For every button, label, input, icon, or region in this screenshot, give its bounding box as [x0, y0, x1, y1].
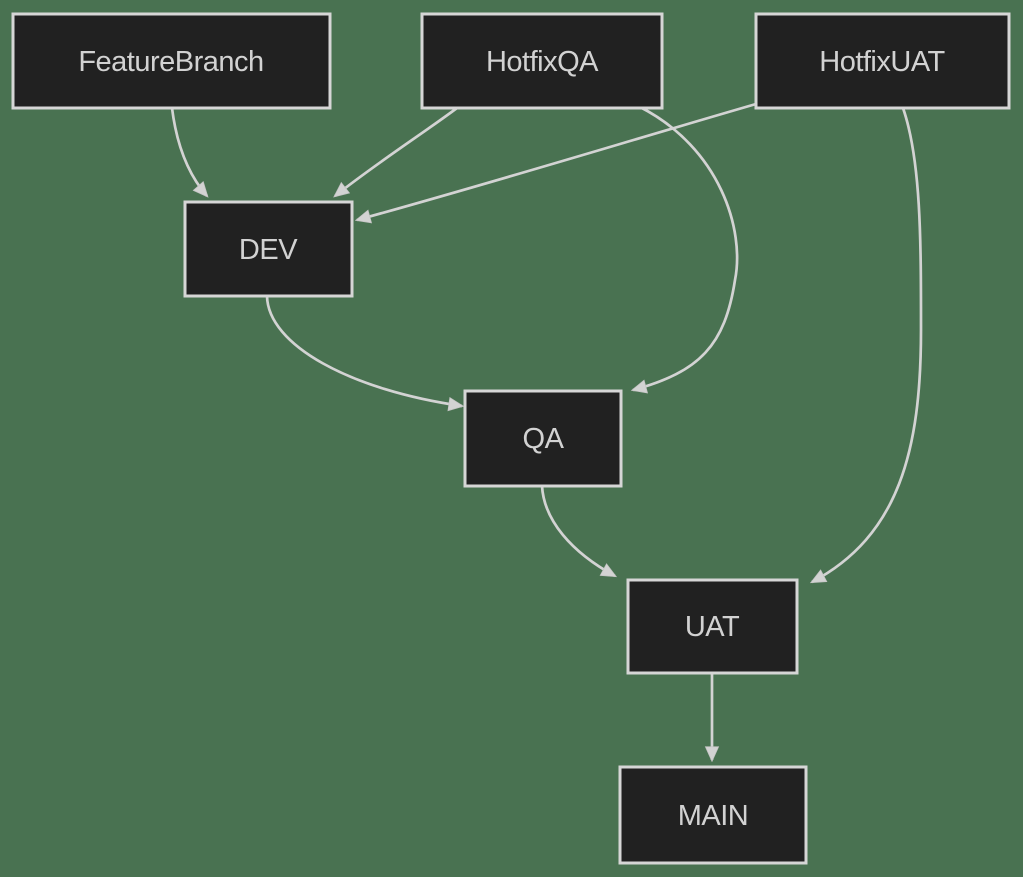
edge-hotfixqa-qa — [633, 105, 739, 390]
node-uat: UAT — [626, 578, 799, 675]
node-dev-box — [183, 200, 354, 298]
node-hotfixuat-box — [754, 12, 1011, 110]
node-uat-label: UAT — [685, 611, 740, 643]
node-featurebranch-label: FeatureBranch — [78, 46, 263, 78]
node-qa-box — [463, 389, 623, 488]
node-main-label: MAIN — [678, 800, 749, 832]
node-qa-label: QA — [523, 423, 565, 455]
edge-hotfixuat-dev — [357, 102, 757, 220]
node-hotfixqa-box — [420, 12, 664, 110]
edge-hotfixqa-dev — [335, 106, 458, 196]
node-main: MAIN — [618, 765, 808, 865]
edge-qa-uat — [540, 485, 615, 578]
node-hotfixuat-label: HotfixUAT — [819, 46, 945, 78]
node-hotfixqa: HotfixQA — [420, 12, 664, 110]
edges-layer — [170, 102, 923, 760]
node-featurebranch-box — [11, 12, 332, 110]
node-qa: QA — [463, 389, 623, 488]
node-uat-box — [626, 578, 799, 675]
edge-featurebranch-dev — [170, 107, 207, 196]
edge-hotfixuat-uat — [812, 107, 923, 584]
node-dev-label: DEV — [239, 234, 298, 266]
edge-dev-qa — [265, 295, 462, 406]
node-main-box — [618, 765, 808, 865]
node-hotfixuat: HotfixUAT — [754, 12, 1011, 110]
node-dev: DEV — [183, 200, 354, 298]
node-hotfixqa-label: HotfixQA — [486, 46, 599, 78]
nodes-layer: FeatureBranch HotfixQA HotfixUAT DEV QA — [11, 12, 1011, 865]
node-featurebranch: FeatureBranch — [11, 12, 332, 110]
